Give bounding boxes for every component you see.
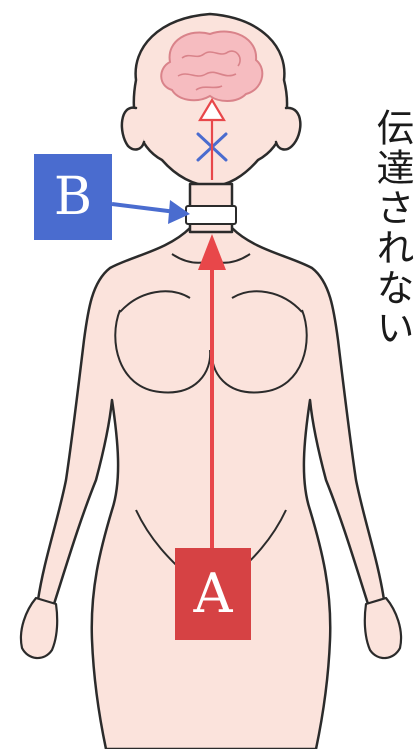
label-a-text: A: [194, 562, 233, 625]
label-b-box: B: [34, 154, 112, 240]
arrow-right-icon: [112, 200, 190, 224]
right-hand: [365, 598, 401, 658]
not-transmitted-caption: 伝達されない: [372, 108, 412, 348]
label-b-text: B: [54, 167, 92, 227]
left-hand: [21, 598, 57, 658]
brain-icon: [161, 32, 262, 101]
neck-collar: [186, 206, 236, 224]
label-a-box: A: [175, 548, 251, 640]
